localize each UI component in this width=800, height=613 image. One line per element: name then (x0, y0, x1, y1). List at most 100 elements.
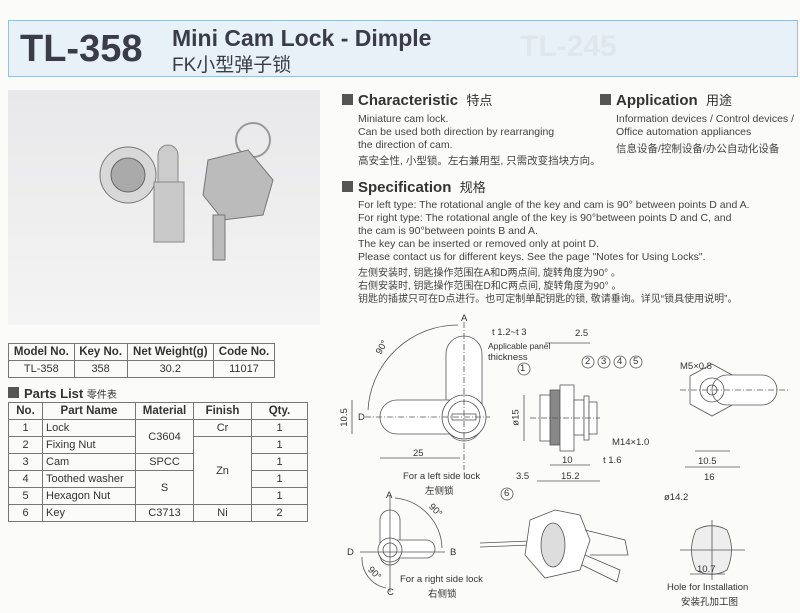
right-lock-caption-cn: 右侧锁 (428, 589, 457, 600)
heading-text: Parts List (24, 386, 84, 401)
product-subtitle-cn: FK小型弹子锁 (172, 55, 292, 76)
text-line: the direction of cam. (358, 139, 453, 151)
col-no: No. (8, 402, 43, 420)
cell: S (135, 470, 194, 505)
text-line: Miniature cam lock. (358, 113, 449, 125)
point-d-label: D (358, 412, 365, 423)
left-lock-caption: For a left side lock (403, 471, 481, 482)
application-section: Application 用途 Information devices / Con… (600, 90, 794, 156)
hole-caption: Hole for Installation (667, 582, 749, 593)
text-line: Information devices / Control devices / (616, 113, 794, 125)
point-b-label: B (450, 547, 457, 558)
heading-text: Characteristic (358, 92, 459, 109)
callout-5: 5 (633, 356, 639, 367)
square-bullet-icon (342, 181, 353, 192)
header-code: Code No. (213, 343, 275, 361)
cell: C3713 (135, 504, 194, 522)
cell: SPCC (135, 453, 194, 471)
cell: Toothed washer (42, 470, 136, 488)
text-line-cn: 钥匙的插拔只可在D点进行。也可定制单配钥匙的锁, 敬请垂询。详见“锁具使用说明”… (358, 294, 738, 305)
text-line: Please contact us for different keys. Se… (358, 251, 706, 263)
dim-10: 10 (562, 455, 573, 466)
model-value: TL-358 (8, 360, 75, 378)
application-heading: Application 用途 (600, 90, 794, 109)
point-d-label: D (347, 547, 354, 558)
text-line: Can be used both direction by rearrangin… (358, 126, 555, 138)
panel-note: Applicable panel (488, 341, 551, 351)
point-c-label: C (387, 587, 394, 598)
nut-thread-spec: M5×0.8 (680, 361, 712, 372)
text-line-cn: 信息设备/控制设备/办公自动化设备 (616, 143, 780, 155)
square-bullet-icon (8, 387, 19, 398)
hole-caption-cn: 安装孔加工图 (681, 597, 739, 608)
characteristic-section: Characteristic 特点 Miniature cam lock. Ca… (342, 90, 601, 168)
right-lock-view (360, 495, 445, 592)
dim-10-7: 10.7 (697, 564, 716, 575)
code-value: 11017 (213, 360, 275, 378)
square-bullet-icon (600, 94, 611, 105)
heading-text-cn: 特点 (466, 93, 493, 108)
characteristic-heading: Characteristic 特点 (342, 90, 601, 109)
dim-dia-14-2: ø14.2 (664, 492, 689, 503)
dim-10-5: 10.5 (698, 456, 717, 467)
left-lock-front-view (351, 322, 490, 470)
header-key-no: Key No. (73, 343, 128, 361)
right-lock-caption: For a right side lock (400, 574, 483, 585)
specification-section: Specification 规格 For left type: The rota… (342, 177, 750, 306)
point-a-label: A (386, 490, 393, 501)
parts-list-heading: Parts List 零件表 (8, 386, 117, 401)
installation-hole (680, 520, 745, 580)
text-line-cn: 高安全性, 小型锁。左右兼用型, 只需改变挡块方向。 (358, 155, 601, 167)
callout-6: 6 (504, 488, 510, 499)
dim-t1-6: t 1.6 (603, 455, 622, 466)
cell: C3604 (135, 419, 194, 454)
text-line: Office automation appliances (616, 126, 752, 138)
product-title: Mini Cam Lock - Dimple (172, 25, 432, 51)
header-weight: Net Weight(g) (126, 343, 215, 361)
left-lock-caption-cn: 左侧锁 (425, 486, 454, 497)
dim-16: 16 (704, 472, 715, 483)
heading-text: Application (616, 92, 698, 109)
key-value: 358 (73, 360, 128, 378)
callout-4: 4 (617, 356, 623, 367)
side-view (523, 342, 600, 482)
text-line: For right type: The rotational angle of … (358, 212, 732, 224)
cell: Zn (193, 436, 252, 505)
dim-length: 25 (413, 448, 424, 459)
dim-height: 10.5 (338, 408, 350, 427)
dim-dia-15: ø15 (510, 409, 522, 426)
text-line: The key can be inserted or removed only … (358, 238, 600, 250)
text-line-cn: 左侧安装时, 钥匙操作范围在A和D两点间, 旋转角度为90° 。 (358, 268, 621, 279)
callout-1: 1 (520, 363, 526, 374)
cell: Lock (42, 419, 136, 437)
heading-text-cn: 零件表 (86, 390, 117, 401)
heading-text: Specification (358, 179, 452, 196)
heading-text-cn: 用途 (706, 93, 733, 108)
point-a-label: A (461, 313, 468, 324)
panel-thickness: t 1.2~t 3 (492, 327, 527, 338)
model-spec-table: Model No.Key No.Net Weight(g)Code No. TL… (8, 343, 275, 378)
heading-text-cn: 规格 (459, 180, 486, 195)
dim-15-2: 15.2 (561, 471, 580, 482)
panel-note: thickness (488, 352, 528, 363)
product-photo (8, 90, 320, 325)
rear-view (680, 363, 790, 468)
text-line: For left type: The rotational angle of t… (358, 199, 750, 211)
weight-value: 30.2 (126, 360, 215, 378)
thread-spec: M14×1.0 (612, 437, 650, 448)
callout-3: 3 (601, 356, 607, 367)
dim-2-5: 2.5 (575, 328, 589, 339)
specification-heading: Specification 规格 (342, 177, 750, 196)
key-drawing (479, 509, 629, 583)
cell: Fixing Nut (42, 436, 136, 454)
model-number: TL-358 (20, 28, 143, 70)
text-line: the cam is 90°between points B and A. (358, 225, 538, 237)
callout-2: 2 (585, 356, 591, 367)
square-bullet-icon (342, 94, 353, 105)
title-band (8, 20, 798, 77)
